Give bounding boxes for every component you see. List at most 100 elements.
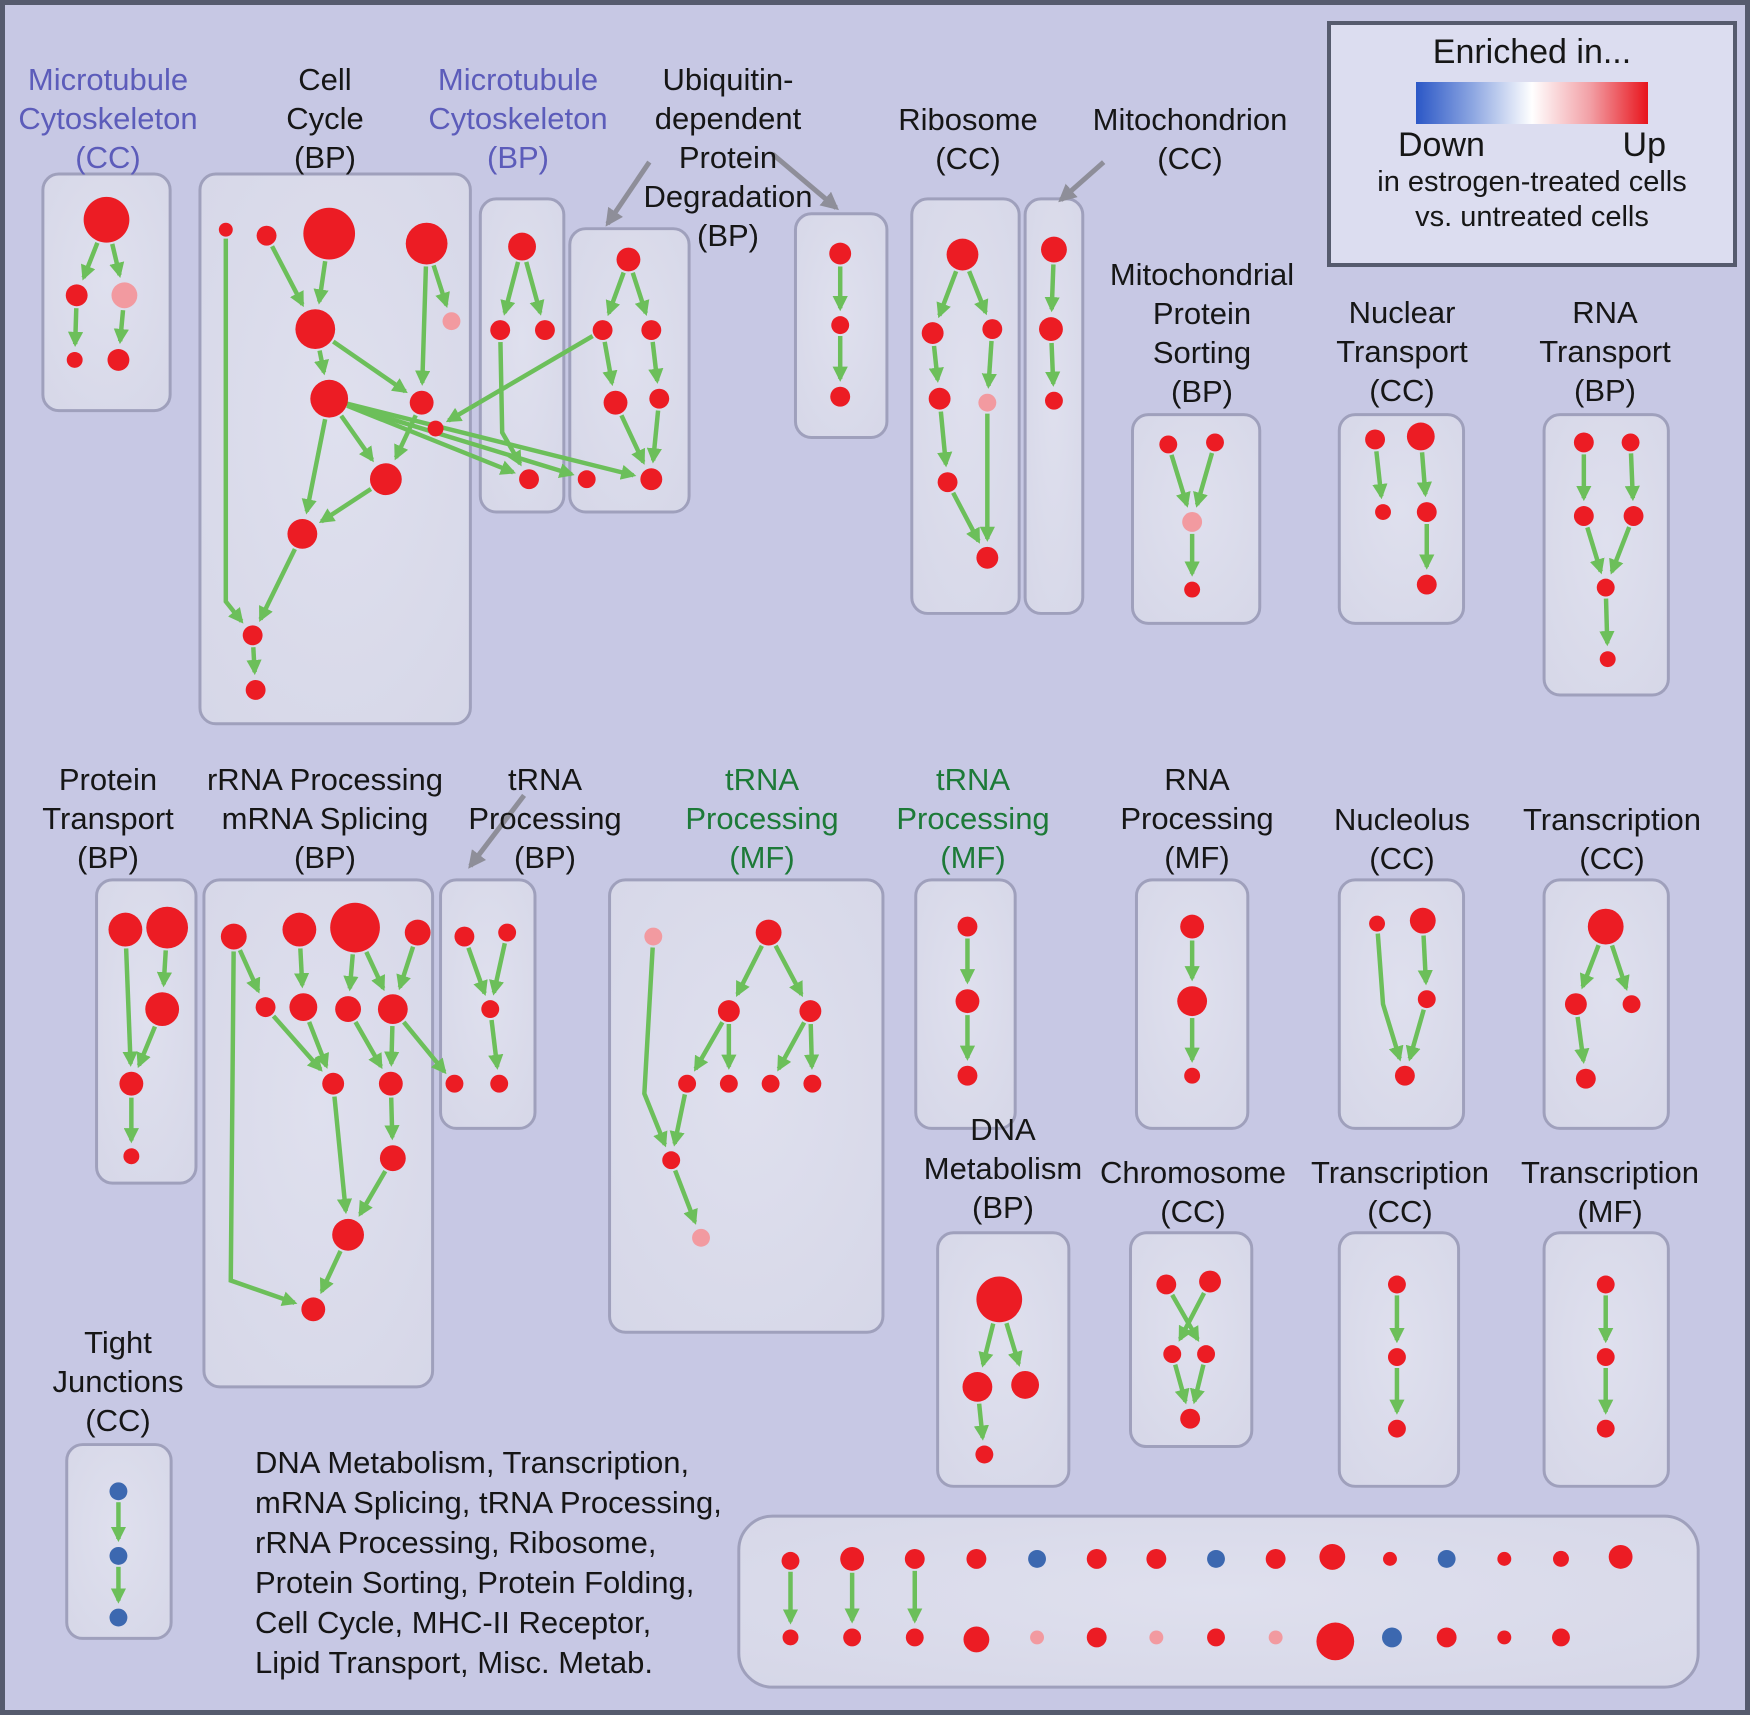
trna-processing-bp-edge [488, 1019, 504, 1070]
misc-clusters-node-0 [781, 1551, 800, 1570]
rrna-processing-mrna-splicing-bp-edge [364, 951, 386, 992]
ubiquitin-protein-degradation-bp-box [568, 227, 691, 514]
trna-processing-mf-small-node-0 [957, 916, 978, 937]
misc-clusters-node-25 [1382, 1627, 1402, 1648]
mitochondrial-protein-sorting-bp-edge [1193, 452, 1215, 508]
rrna-processing-mrna-splicing-bp-edge [384, 1025, 400, 1067]
microtubule-cytoskeleton-cc-node-4 [107, 348, 130, 371]
ubiquitin-protein-degradation-bp-node-3 [603, 390, 628, 415]
misc-clusters-node-26 [1436, 1627, 1457, 1648]
misc-clusters-node-19 [1030, 1630, 1045, 1645]
transcription-cc-mid-node-1 [1564, 993, 1587, 1016]
ubiquitin-protein-degradation-bp-node-2 [641, 320, 662, 341]
trna-processing-mf-large-node-1 [755, 919, 782, 946]
dna-metabolism-bp-node-1 [962, 1371, 993, 1402]
protein-transport-bp-node-3 [119, 1071, 144, 1096]
misc-clusters-node-17 [905, 1628, 924, 1647]
trna-processing-bp-node-3 [445, 1074, 464, 1093]
legend-subtitle-line1: in estrogen-treated cells [1377, 166, 1687, 198]
cross-edge [402, 1020, 447, 1075]
rrna-processing-mrna-splicing-bp-edge [396, 946, 416, 991]
rrna-processing-mrna-splicing-bp-edge [332, 1096, 353, 1215]
cell-cycle-bp-node-2 [303, 207, 356, 260]
dna-metabolism-bp-edge [978, 1322, 996, 1368]
rna-transport-bp-node-0 [1573, 432, 1594, 453]
trna-processing-mf-large-node-0 [644, 927, 663, 946]
rna-transport-bp-node-3 [1623, 506, 1644, 526]
cell-cycle-bp-node-4 [295, 309, 336, 349]
misc-clusters-node-8 [1265, 1548, 1286, 1569]
mitochondrion-cc-edge [1045, 342, 1061, 387]
cell-cycle-bp-edge [314, 350, 330, 376]
protein-transport-bp-node-4 [123, 1148, 140, 1165]
misc-clusters-box [737, 1514, 1700, 1689]
misc-clusters-node-15 [782, 1629, 799, 1646]
cell-cycle-bp-edge [223, 238, 244, 624]
dna-metabolism-bp-edge [1004, 1322, 1023, 1367]
transcription-cc-mid-node-2 [1622, 995, 1641, 1014]
misc-caption-line: Protein Sorting, Protein Folding, [255, 1565, 695, 1600]
rrna-processing-mrna-splicing-bp-node-6 [335, 996, 362, 1023]
ribosome-cc-node-5 [937, 472, 958, 493]
trna-processing-mf-large-node-6 [761, 1074, 780, 1093]
microtubule-cytoskeleton-cc-node-2 [111, 282, 138, 309]
tight-junctions-cc-node-0 [109, 1482, 128, 1501]
misc-clusters-node-27 [1497, 1630, 1512, 1645]
ubiquitin-protein-degradation-bp-node-6 [640, 468, 663, 491]
rrna-processing-mrna-splicing-bp-node-9 [378, 1071, 403, 1096]
trna-processing-mf-large-edge [673, 1169, 698, 1225]
misc-clusters-node-24 [1316, 1622, 1355, 1661]
rna-processing-mf-node-1 [1177, 986, 1208, 1017]
ubiquitin-protein-degradation-bp-2-node-0 [829, 242, 852, 265]
pointer-ubiquitin-right [770, 152, 839, 211]
rrna-processing-mrna-splicing-bp-node-1 [282, 912, 317, 947]
pointer-layer [468, 152, 1106, 869]
nucleolus-cc-edge [1405, 1009, 1426, 1062]
trna-processing-mf-small-node-2 [957, 1065, 978, 1086]
ribosome-cc-node-0 [946, 238, 979, 271]
chromosome-cc-edge [1173, 1364, 1190, 1405]
legend-down-label: Down [1398, 126, 1485, 164]
legend-title: Enriched in... [1432, 33, 1632, 71]
transcription-cc-mid-edge [1609, 944, 1630, 991]
microtubule-cytoskeleton-bp-edge [500, 261, 521, 316]
cell-cycle-bp-node-1 [256, 225, 277, 246]
microtubule-cytoskeleton-bp-edge [498, 341, 523, 467]
rna-transport-bp-box [1542, 413, 1670, 697]
misc-clusters-caption: DNA Metabolism, Transcription,mRNA Splic… [255, 1443, 722, 1683]
mitochondrial-protein-sorting-bp-edge [1169, 454, 1191, 508]
rrna-processing-mrna-splicing-bp-edge [237, 949, 261, 994]
cell-cycle-bp-box [198, 172, 472, 726]
legend-box: Enriched in... Down Up in estrogen-treat… [1327, 21, 1737, 267]
nucleolus-cc-edge [1375, 933, 1404, 1062]
transcription-cc-bottom-node-1 [1387, 1348, 1406, 1367]
rna-transport-bp-node-4 [1596, 578, 1615, 597]
microtubule-cytoskeleton-cc-node-1 [65, 284, 88, 307]
chromosome-cc-node-2 [1163, 1345, 1182, 1364]
ubiquitin-protein-degradation-bp-node-4 [649, 388, 670, 409]
ubiquitin-protein-degradation-bp-node-5 [577, 470, 596, 489]
cell-cycle-bp-node-0 [218, 222, 233, 237]
rna-transport-bp-edge [1585, 526, 1605, 575]
trna-processing-mf-large-node-7 [803, 1074, 822, 1093]
protein-transport-bp-node-2 [145, 992, 180, 1027]
ubiquitin-protein-degradation-bp-node-0 [616, 247, 641, 272]
go-network-diagram [41, 152, 1700, 1689]
transcription-cc-mid-box [1542, 878, 1670, 1130]
trna-processing-mf-large-node-5 [719, 1074, 738, 1093]
dna-metabolism-bp-node-2 [1011, 1370, 1040, 1399]
rrna-processing-mrna-splicing-bp-node-0 [220, 923, 247, 950]
trna-processing-bp-node-0 [454, 926, 475, 947]
trna-processing-mf-large-edge [735, 944, 764, 997]
trna-processing-mf-large-box [608, 878, 885, 1334]
trna-processing-bp-node-2 [481, 1000, 500, 1019]
edge-layer [67, 238, 1640, 1625]
ribosome-cc-node-6 [976, 546, 999, 569]
rna-transport-bp-node-2 [1573, 506, 1594, 526]
nucleolus-cc-node-3 [1394, 1065, 1415, 1086]
pointer-mitochondrion [1058, 160, 1106, 203]
cell-cycle-bp-node-9 [369, 463, 402, 496]
misc-caption-line: Lipid Transport, Misc. Metab. [255, 1645, 653, 1680]
cell-cycle-bp-edge [393, 414, 418, 461]
nucleolus-cc-node-0 [1369, 915, 1386, 932]
